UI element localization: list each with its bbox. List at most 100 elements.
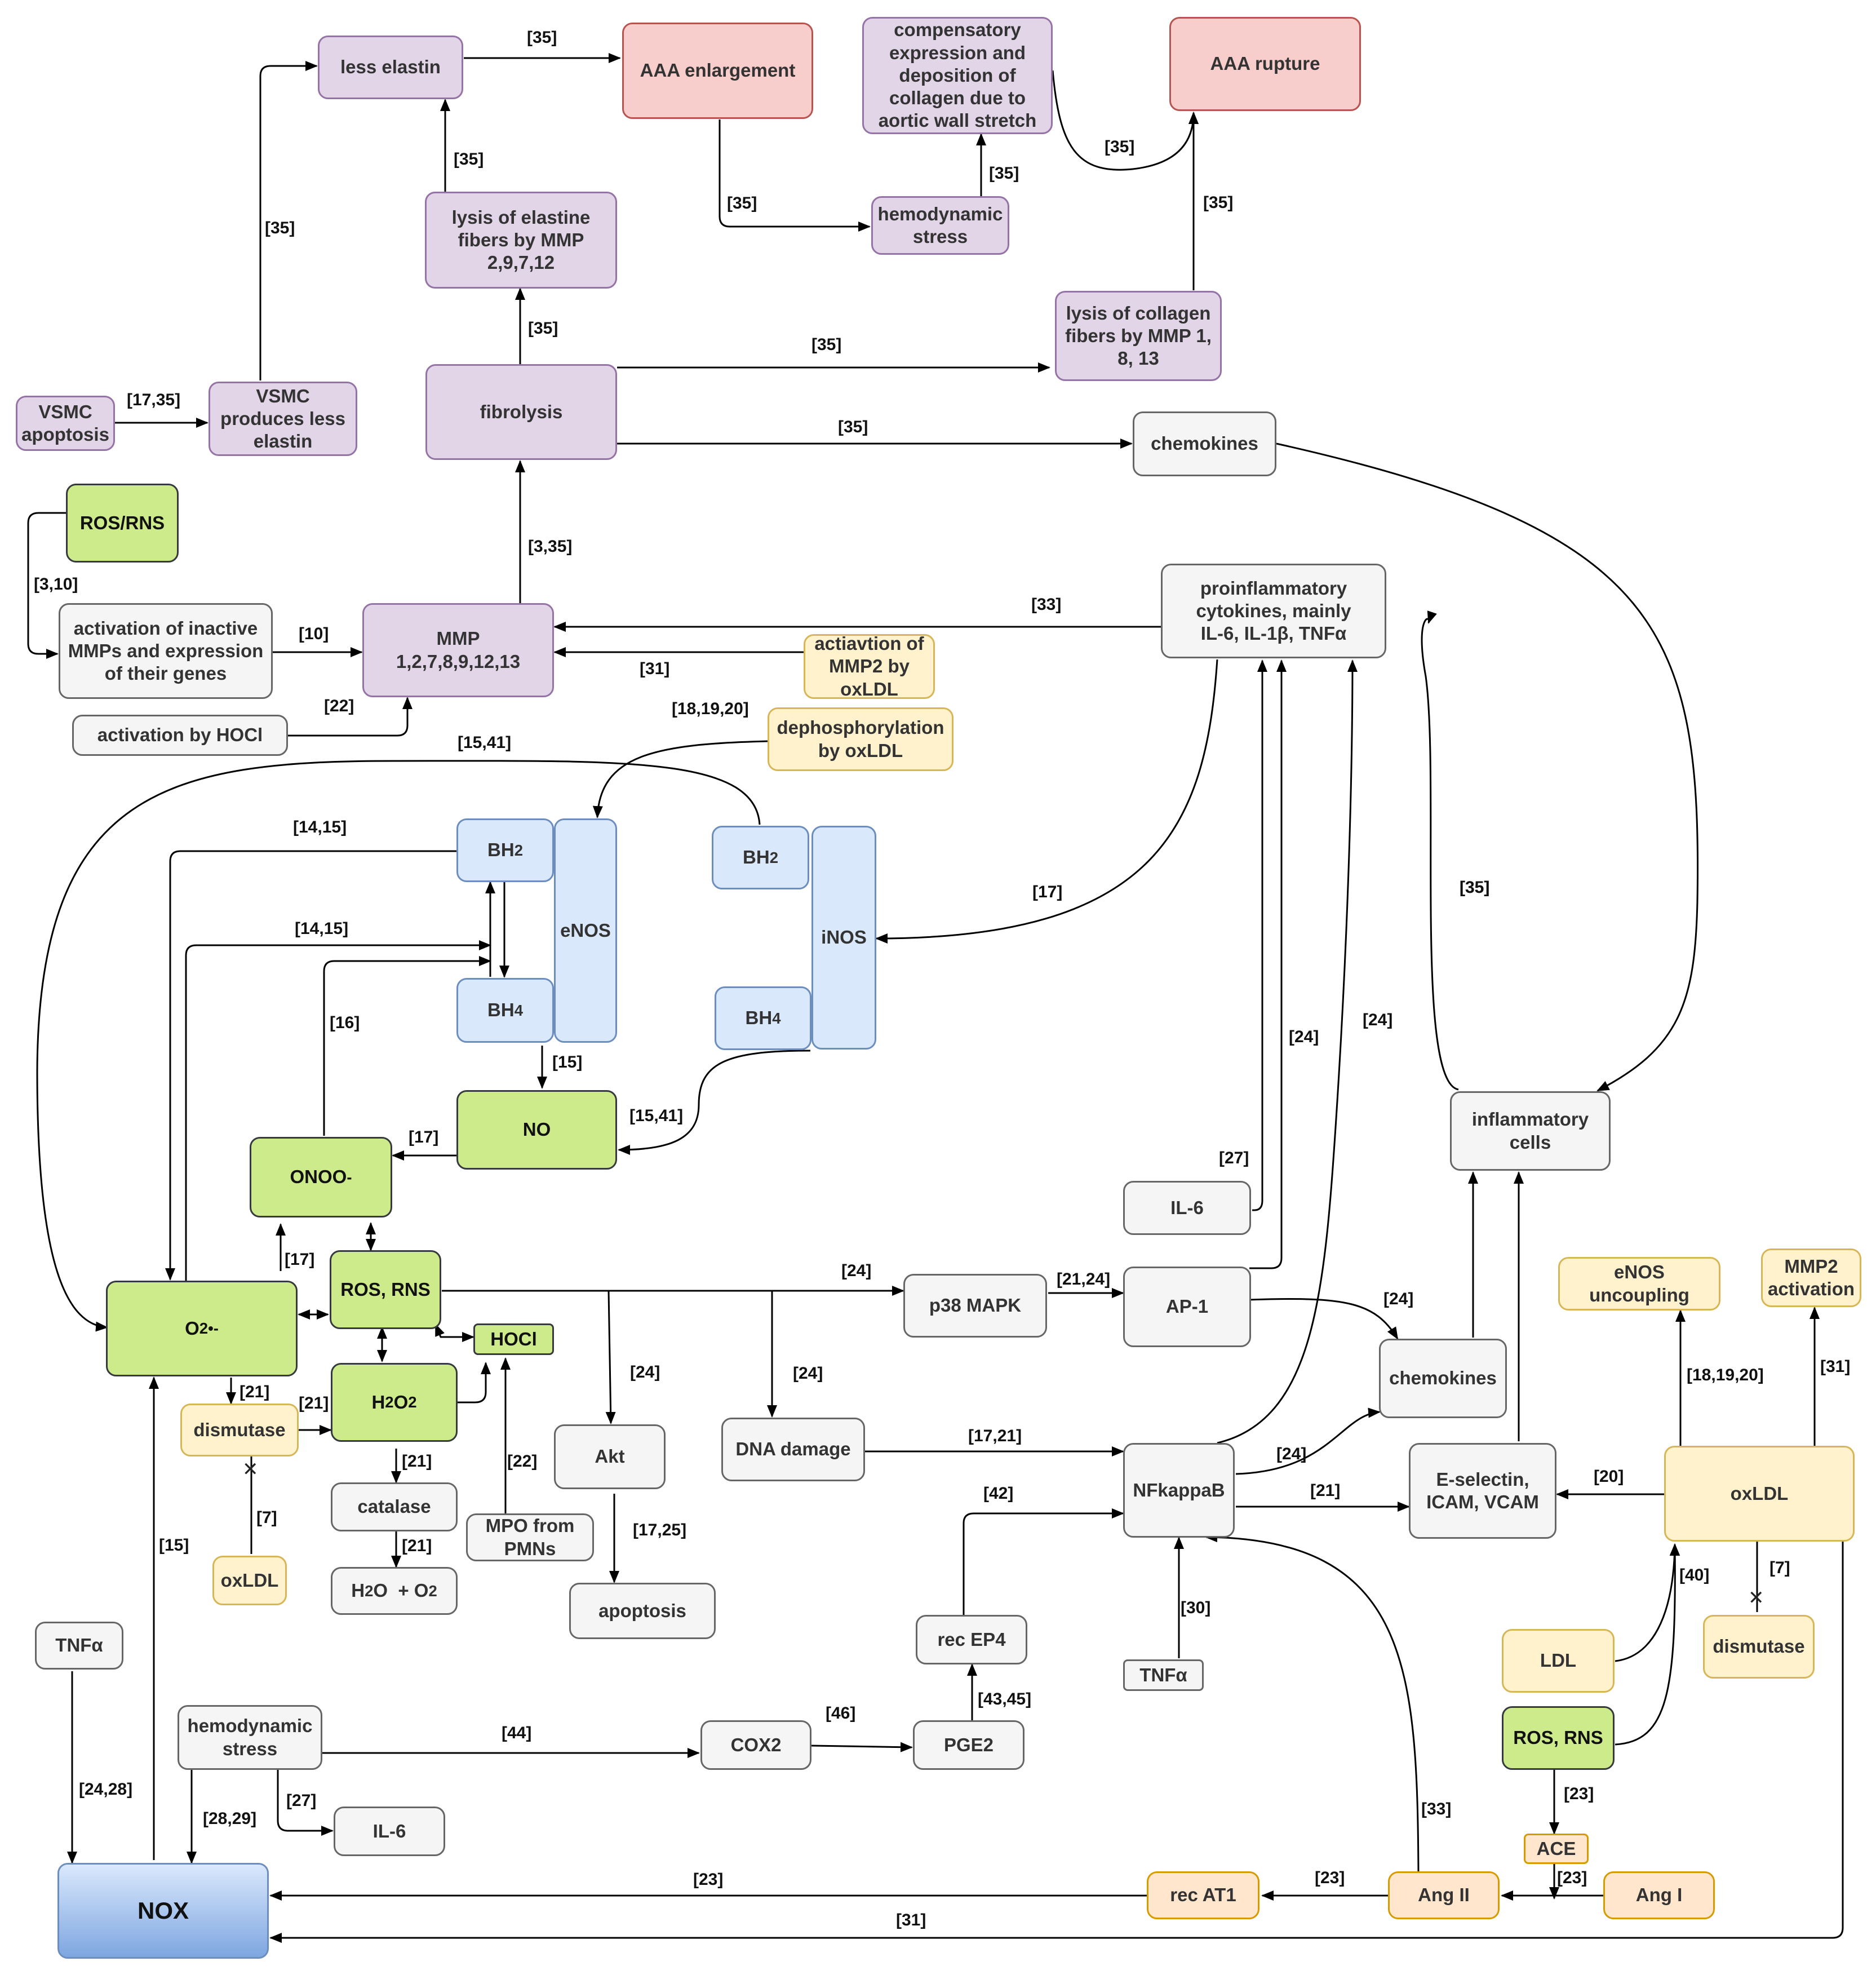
edge-label: [42] — [983, 1484, 1014, 1503]
node-activation-mmps[interactable]: activation of inactive MMPs and expressi… — [59, 603, 273, 699]
node-tnfa-left[interactable]: TNFα — [35, 1622, 123, 1670]
node-ros-rns-mid[interactable]: ROS, RNS — [330, 1250, 441, 1329]
edge-label: [17] — [285, 1250, 315, 1269]
node-cox2[interactable]: COX2 — [700, 1720, 811, 1770]
node-inos[interactable]: iNOS — [811, 826, 876, 1050]
node-dephosphorylation[interactable]: dephosphorylation by oxLDL — [768, 707, 953, 771]
node-il6-bottom[interactable]: IL-6 — [334, 1807, 445, 1856]
node-il6-mid[interactable]: IL-6 — [1123, 1181, 1251, 1235]
node-chemokines-top[interactable]: chemokines — [1133, 411, 1276, 476]
node-mpo-pmns[interactable]: MPO from PMNs — [466, 1513, 594, 1561]
edge-label: [35] — [1105, 138, 1135, 156]
node-akt[interactable]: Akt — [554, 1424, 666, 1489]
edge-bh2e-o2 — [165, 850, 456, 1281]
node-pge2[interactable]: PGE2 — [913, 1720, 1025, 1770]
node-apoptosis[interactable]: apoptosis — [569, 1583, 716, 1639]
node-fibrolysis[interactable]: fibrolysis — [425, 364, 617, 460]
edge-label: [24] — [630, 1363, 660, 1382]
edge-il6-proinfl — [1252, 659, 1267, 1211]
node-ace[interactable]: ACE — [1524, 1834, 1589, 1864]
node-hemodynamic-stress-top[interactable]: hemodynamic stress — [871, 196, 1009, 255]
edge-label: [24,28] — [79, 1780, 133, 1799]
node-dismutase-right[interactable]: dismutase — [1703, 1615, 1815, 1679]
node-catalase[interactable]: catalase — [331, 1482, 458, 1531]
edge-label: [35] — [527, 28, 557, 47]
inhibition-mark-right: ✕ — [1748, 1587, 1764, 1609]
node-aaa-rupture[interactable]: AAA rupture — [1169, 17, 1361, 111]
edge-dephos-enos — [592, 740, 768, 818]
node-rec-ep4[interactable]: rec EP4 — [916, 1615, 1027, 1664]
edge-label: [17,35] — [127, 391, 181, 409]
edge-ldl-oxldl — [1615, 1543, 1680, 1662]
edge-label: [16] — [330, 1013, 360, 1032]
edge-label: [7] — [256, 1508, 277, 1527]
node-onoo[interactable]: ONOO- — [250, 1137, 392, 1217]
edge-label: [15] — [159, 1536, 189, 1555]
node-ros-rns-bottom[interactable]: ROS, RNS — [1502, 1706, 1615, 1770]
node-chemokines-mid[interactable]: chemokines — [1379, 1339, 1507, 1418]
node-ang-ii[interactable]: Ang II — [1388, 1871, 1500, 1919]
node-activation-hocl[interactable]: activation by HOCl — [72, 715, 288, 756]
edge-label: [10] — [299, 625, 329, 643]
node-rec-at1[interactable]: rec AT1 — [1147, 1871, 1259, 1919]
node-ap1[interactable]: AP-1 — [1123, 1267, 1251, 1347]
node-vsmc-apoptosis[interactable]: VSMC apoptosis — [16, 396, 115, 451]
node-tnfa-mid[interactable]: TNFα — [1123, 1659, 1204, 1691]
node-oxldl-left[interactable]: oxLDL — [212, 1556, 287, 1605]
edge-label: [30] — [1181, 1599, 1211, 1617]
edge-chemo-infl — [1276, 442, 1699, 1092]
node-ldl[interactable]: LDL — [1502, 1629, 1615, 1693]
edge-o2-bh — [185, 940, 491, 1283]
node-p38-mapk[interactable]: p38 MAPK — [903, 1274, 1047, 1338]
edge-label: [23] — [1315, 1869, 1345, 1887]
edge-hemo-il6 — [277, 1770, 334, 1836]
node-e-selectin[interactable]: E-selectin, ICAM, VCAM — [1409, 1443, 1556, 1539]
node-ang-i[interactable]: Ang I — [1603, 1871, 1715, 1919]
node-enos[interactable]: eNOS — [554, 818, 617, 1043]
edge-ap1-proinfl — [1249, 659, 1287, 1269]
node-ros-rns-top[interactable]: ROS/RNS — [66, 484, 179, 563]
node-oxldl-right[interactable]: oxLDL — [1664, 1446, 1855, 1542]
edge-label: [35] — [265, 219, 295, 237]
node-lysis-collagen[interactable]: lysis of collagen fibers by MMP 1, 8, 13 — [1055, 291, 1222, 381]
node-compensatory-collagen[interactable]: compensatory expression and deposition o… — [862, 17, 1053, 134]
node-inflammatory-cells[interactable]: inflammatory cells — [1450, 1091, 1611, 1171]
node-dna-damage[interactable]: DNA damage — [721, 1418, 865, 1481]
node-hocl[interactable]: HOCl — [473, 1323, 554, 1355]
edge-label: [35] — [454, 150, 484, 169]
node-dismutase-left[interactable]: dismutase — [180, 1404, 299, 1456]
edge-label: [35] — [989, 164, 1019, 183]
edge-label: [23] — [693, 1870, 724, 1889]
node-aaa-enlargement[interactable]: AAA enlargement — [622, 23, 813, 119]
edge-label: [21] — [402, 1452, 432, 1471]
node-lysis-elastine[interactable]: lysis of elastine fibers by MMP 2,9,7,12 — [425, 192, 617, 289]
node-enos-uncoupling[interactable]: eNOS uncoupling — [1558, 1257, 1720, 1311]
edge-nfkb-proinfl — [1217, 659, 1358, 1444]
node-mmp[interactable]: MMP 1,2,7,8,9,12,13 — [362, 603, 554, 697]
edge-label: [28,29] — [203, 1809, 257, 1828]
edge-label: [21] — [402, 1537, 432, 1555]
edge-oxldl-nox — [269, 1542, 1844, 1943]
node-proinflammatory-cytokines[interactable]: proinflammatory cytokines, mainly IL-6, … — [1161, 564, 1386, 658]
edge-label: [24] — [1363, 1011, 1393, 1029]
edge-bh4i-no — [618, 1050, 811, 1155]
edge-label: [21] — [299, 1394, 329, 1413]
node-nox[interactable]: NOX — [57, 1863, 269, 1959]
node-no[interactable]: NO — [456, 1090, 617, 1170]
node-less-elastin[interactable]: less elastin — [318, 36, 463, 99]
edge-label: [22] — [507, 1452, 538, 1471]
node-hemodynamic-stress-bottom[interactable]: hemodynamic stress — [178, 1705, 322, 1770]
node-activation-mmp2-oxldl[interactable]: actiavtion of MMP2 by oxLDL — [804, 633, 935, 699]
node-nfkappab[interactable]: NFkappaB — [1123, 1443, 1235, 1538]
edge-label: [3,35] — [528, 537, 573, 556]
node-vsmc-less-elastin[interactable]: VSMC produces less elastin — [209, 382, 357, 456]
node-mmp2-activation[interactable]: MMP2 activation — [1761, 1249, 1861, 1307]
